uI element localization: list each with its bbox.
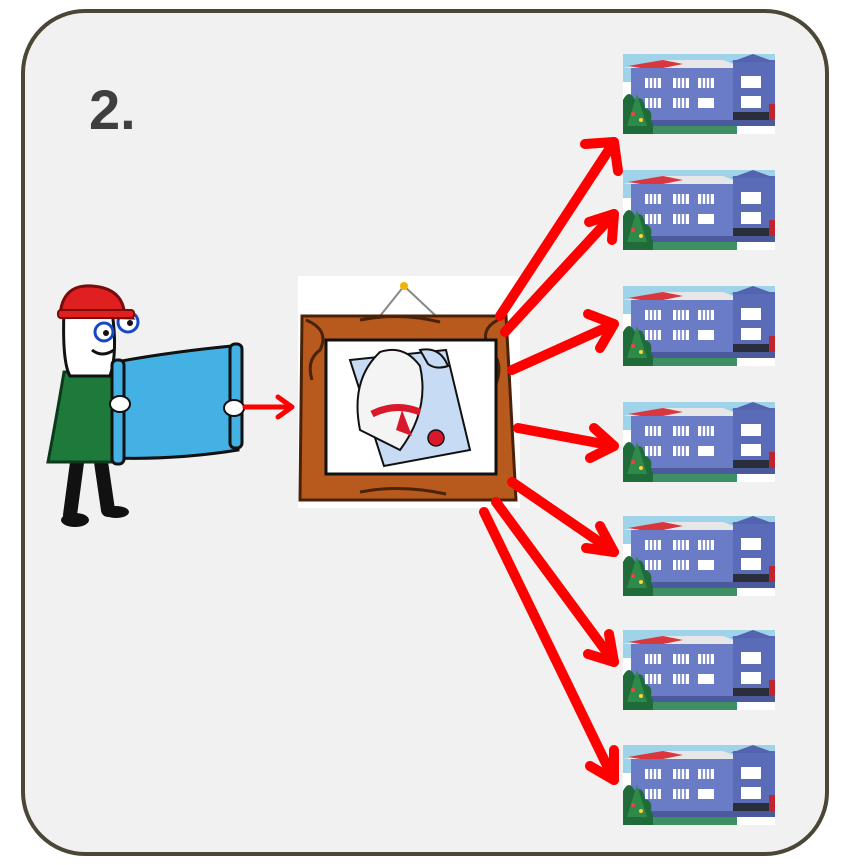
school-building-icon <box>622 744 776 826</box>
arrow-to-building-1 <box>495 137 623 321</box>
engineer-with-blueprint-icon <box>46 284 245 527</box>
arrow-to-building-2 <box>500 209 619 337</box>
arrow-to-building-5 <box>507 477 619 557</box>
arrow-to-building-7 <box>479 507 619 785</box>
arrows-diploma-to-buildings <box>479 137 623 785</box>
arrow-engineer-to-diploma <box>242 394 295 420</box>
school-building-icon <box>622 285 776 367</box>
school-building-icon <box>622 629 776 711</box>
framed-diploma-icon <box>298 276 520 508</box>
arrow-to-building-6 <box>491 497 619 667</box>
arrow-to-building-3 <box>507 309 619 375</box>
step-number-label: 2. <box>89 78 136 141</box>
school-building-icon <box>622 401 776 483</box>
school-building-icon <box>622 169 776 251</box>
arrow-to-building-4 <box>513 423 619 463</box>
school-building-icon <box>622 53 776 135</box>
school-building-icon <box>622 515 776 597</box>
